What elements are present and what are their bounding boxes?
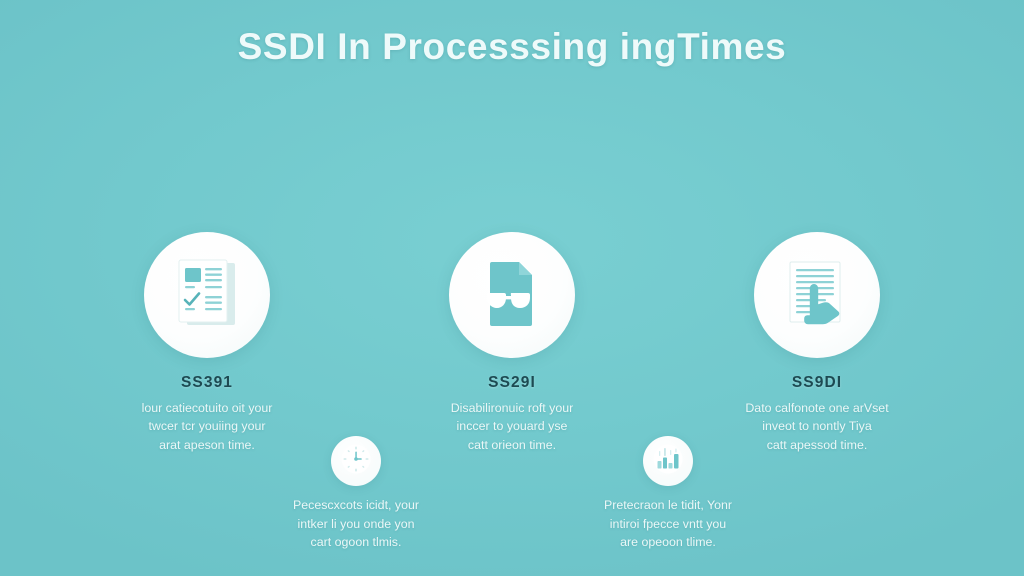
sub-feature-item-1[interactable]: Pecescxcots icidt, your intker li you on… bbox=[200, 436, 512, 552]
feature-description-1: lour catiecotuito oit your twcer tcr you… bbox=[107, 399, 307, 454]
sub-feature-icon-circle-2 bbox=[643, 436, 693, 486]
feature-label-1: SS391 bbox=[180, 374, 234, 391]
feature-desc-line: twcer tcr youiing your bbox=[148, 419, 266, 434]
feature-desc-line: Dato calfonote one arVset bbox=[745, 401, 889, 415]
sub-desc-line: are opeoon tlime. bbox=[620, 535, 716, 550]
sub-feature-item-2[interactable]: Pretecraon le tidit, Yonr intiroi fpecce… bbox=[512, 436, 824, 552]
sub-feature-icon-circle-1 bbox=[331, 436, 381, 486]
feature-description-3: Dato calfonote one arVset inveot to nont… bbox=[717, 399, 917, 454]
sub-desc-line: Pretecraon le tidit, Yonr bbox=[603, 498, 733, 512]
feature-icon-circle-2 bbox=[449, 232, 575, 358]
feature-item-2[interactable]: SS29I Disabilironuic roft your inccer to… bbox=[360, 232, 665, 454]
feature-label-2: SS29I bbox=[488, 374, 536, 391]
sub-desc-line: intker li you onde yon bbox=[297, 516, 415, 531]
feature-item-1[interactable]: SS391 lour catiecotuito oit your twcer t… bbox=[55, 232, 360, 454]
sub-desc-line: cart ogoon tlmis. bbox=[310, 535, 402, 550]
sub-feature-row: Pecescxcots icidt, your intker li you on… bbox=[0, 436, 1024, 552]
bar-chart-clock-icon bbox=[651, 442, 685, 481]
feature-desc-line: inveot to nontly Tiya bbox=[762, 419, 872, 434]
feature-icon-circle-1 bbox=[144, 232, 270, 358]
feature-row: SS391 lour catiecotuito oit your twcer t… bbox=[0, 232, 1024, 454]
title-container: SSDI In Processsing ingTimes bbox=[0, 26, 1024, 68]
sub-desc-line: Pecescxcots icidt, your bbox=[292, 498, 420, 512]
feature-desc-line: catt apessod time. bbox=[766, 437, 868, 452]
sub-feature-description-2: Pretecraon le tidit, Yonr intiroi fpecce… bbox=[571, 496, 766, 552]
feature-desc-line: lour catiecotuito oit your bbox=[141, 401, 273, 415]
clock-icon bbox=[339, 442, 373, 481]
page-title: SSDI In Processsing ingTimes bbox=[237, 26, 787, 67]
feature-desc-line: arat apeson time. bbox=[159, 437, 255, 452]
feature-desc-line: Disabilironuic roft your bbox=[450, 401, 574, 415]
feature-icon-circle-3 bbox=[754, 232, 880, 358]
sub-desc-line: intiroi fpecce vntt you bbox=[609, 516, 727, 531]
feature-item-3[interactable]: SS9DI Dato calfonote one arVset inveot t… bbox=[665, 232, 970, 454]
feature-desc-line: inccer to youard yse bbox=[456, 419, 568, 434]
sub-feature-description-1: Pecescxcots icidt, your intker li you on… bbox=[259, 496, 454, 552]
feature-label-3: SS9DI bbox=[791, 374, 843, 391]
feature-desc-line: catt orieon time. bbox=[467, 437, 557, 452]
document-pointing-hand-icon bbox=[780, 257, 854, 333]
document-glasses-icon bbox=[475, 257, 549, 333]
document-checklist-icon bbox=[170, 257, 244, 333]
feature-description-2: Disabilironuic roft your inccer to youar… bbox=[412, 399, 612, 454]
